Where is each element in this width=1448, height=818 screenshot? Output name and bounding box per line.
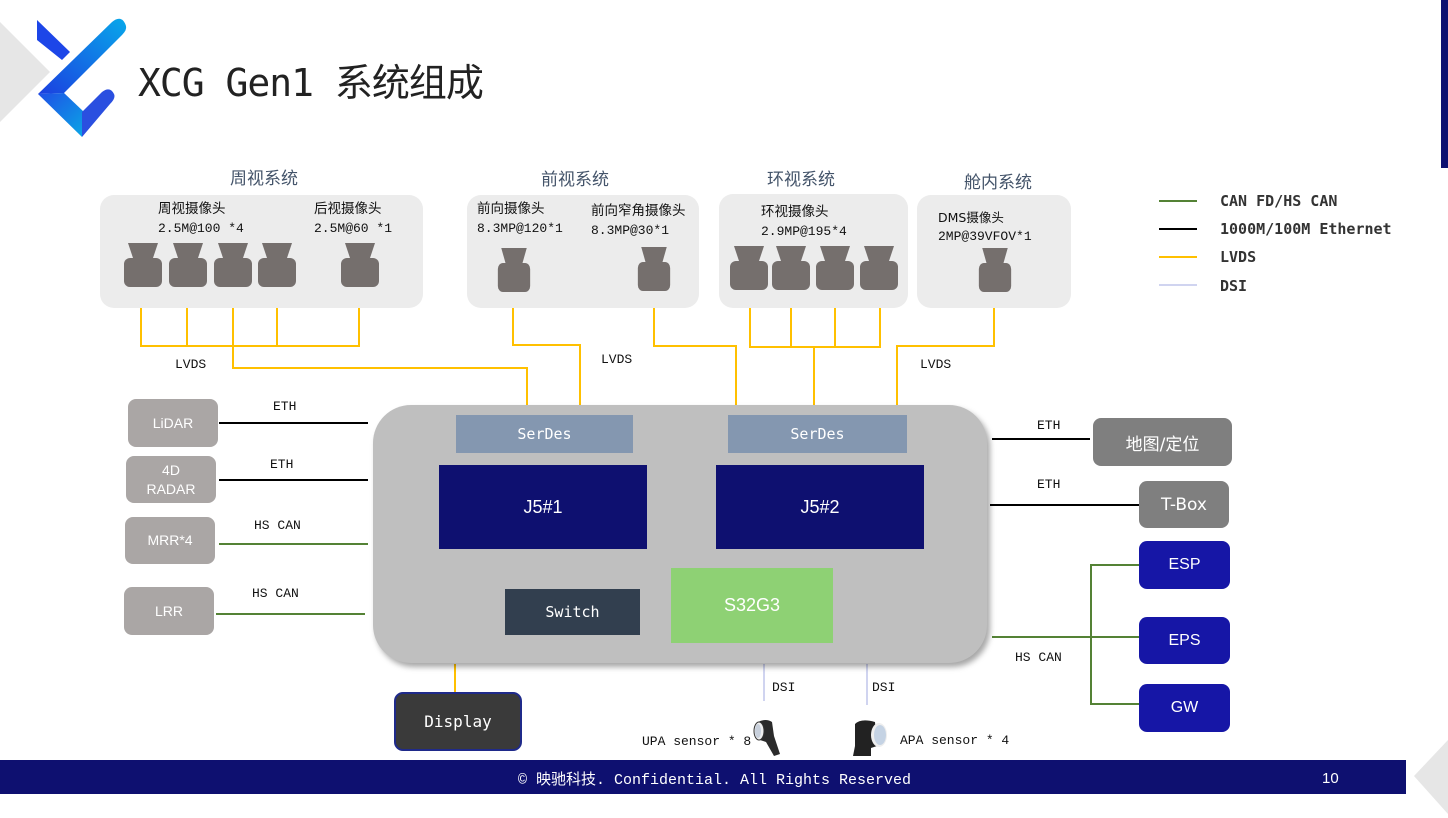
wire-label-dsi: DSI bbox=[772, 680, 796, 695]
footer-bar bbox=[0, 760, 1406, 794]
legend-label: LVDS bbox=[1220, 248, 1257, 266]
serdes-2: SerDes bbox=[728, 415, 907, 453]
apa-sensor-label: APA sensor * 4 bbox=[900, 733, 1010, 748]
camera-icon bbox=[341, 243, 379, 287]
page-number: 10 bbox=[1322, 770, 1339, 787]
camera-name: 环视摄像头 bbox=[761, 204, 829, 220]
wire-label-eth: ETH bbox=[270, 457, 294, 472]
node-map-positioning: 地图/定位 bbox=[1093, 418, 1232, 466]
camera-label: 后视摄像头 2.5M@60 *1 bbox=[314, 200, 392, 238]
camera-icon bbox=[772, 246, 810, 290]
lvds-wire-front-narrow bbox=[653, 302, 737, 405]
camera-name: 后视摄像头 bbox=[314, 201, 382, 217]
footer-copyright: © 映驰科技. Confidential. All Rights Reserve… bbox=[518, 772, 912, 789]
sensor-lrr: LRR bbox=[124, 587, 214, 635]
camera-label: 前向摄像头 8.3MP@120*1 bbox=[477, 200, 563, 238]
camera-icon bbox=[730, 246, 768, 290]
legend-swatch-can bbox=[1159, 200, 1197, 202]
camera-label: 前向窄角摄像头 8.3MP@30*1 bbox=[591, 202, 686, 240]
legend-swatch-lvds bbox=[1159, 256, 1197, 258]
node-gw: GW bbox=[1139, 684, 1230, 732]
camera-spec: 8.3MP@120*1 bbox=[477, 221, 563, 236]
wire-label-eth: ETH bbox=[1037, 477, 1061, 492]
wire-label-eth: ETH bbox=[273, 399, 297, 414]
ethernet-switch: Switch bbox=[505, 589, 640, 635]
camera-icon bbox=[637, 247, 671, 291]
camera-label: 环视摄像头 2.9MP@195*4 bbox=[761, 203, 847, 241]
lvds-wire-front bbox=[512, 302, 581, 405]
apa-sensor-icon bbox=[851, 718, 891, 758]
can-bus-chassis bbox=[1090, 564, 1140, 705]
camera-icon bbox=[124, 243, 162, 287]
upa-sensor-label: UPA sensor * 8 bbox=[642, 734, 752, 749]
soc-j5-2: J5#2 bbox=[716, 465, 924, 549]
wire-label-can: HS CAN bbox=[252, 586, 299, 601]
group-title-front: 前视系统 bbox=[541, 170, 609, 190]
camera-icon bbox=[497, 248, 531, 292]
camera-icon bbox=[978, 248, 1012, 292]
wire-label-lvds: LVDS bbox=[920, 357, 952, 372]
camera-name: 前向摄像头 bbox=[477, 201, 545, 217]
camera-spec: 8.3MP@30*1 bbox=[591, 223, 670, 238]
node-eps: EPS bbox=[1139, 617, 1230, 664]
legend-swatch-dsi bbox=[1159, 284, 1197, 286]
wire-label-eth: ETH bbox=[1037, 418, 1061, 433]
display-unit: Display bbox=[394, 692, 522, 751]
camera-name: DMS摄像头 bbox=[938, 210, 1004, 225]
sensor-4d-radar-label: 4D RADAR bbox=[146, 461, 196, 497]
wire-label-lvds: LVDS bbox=[175, 357, 207, 372]
camera-icon bbox=[860, 246, 898, 290]
sensor-4d-radar: 4D RADAR bbox=[126, 456, 216, 503]
wire-label-dsi: DSI bbox=[872, 680, 896, 695]
camera-icon bbox=[816, 246, 854, 290]
camera-spec: 2.5M@60 *1 bbox=[314, 221, 393, 236]
company-logo-icon bbox=[0, 18, 127, 137]
camera-spec: 2MP@39VFOV*1 bbox=[938, 229, 1032, 244]
lvds-wire-dms bbox=[896, 302, 995, 405]
sensor-lidar: LiDAR bbox=[128, 399, 218, 447]
legend-label: 1000M/100M Ethernet bbox=[1220, 220, 1392, 238]
legend-label: CAN FD/HS CAN bbox=[1220, 192, 1338, 210]
wire-label-can: HS CAN bbox=[254, 518, 301, 533]
wire-label-can: HS CAN bbox=[1015, 650, 1062, 665]
group-title-surround: 周视系统 bbox=[230, 169, 298, 189]
camera-label: DMS摄像头 2MP@39VFOV*1 bbox=[938, 208, 1032, 246]
lvds-wire-surround-3 bbox=[232, 302, 528, 405]
lvds-wire-avm bbox=[749, 302, 881, 348]
edge-accent-bar bbox=[1441, 0, 1448, 168]
group-title-avm: 环视系统 bbox=[767, 170, 835, 190]
camera-label: 周视摄像头 2.5M@100 *4 bbox=[158, 200, 244, 238]
node-esp: ESP bbox=[1139, 541, 1230, 589]
page-title: XCG Gen1 系统组成 bbox=[138, 61, 484, 105]
camera-spec: 2.5M@100 *4 bbox=[158, 221, 244, 236]
serdes-1: SerDes bbox=[456, 415, 633, 453]
lvds-wire-surround bbox=[140, 302, 360, 347]
camera-name: 周视摄像头 bbox=[158, 201, 226, 217]
camera-name: 前向窄角摄像头 bbox=[591, 203, 686, 219]
corner-decoration bbox=[1410, 740, 1448, 814]
upa-sensor-icon bbox=[752, 718, 782, 758]
camera-icon bbox=[214, 243, 252, 287]
camera-spec: 2.9MP@195*4 bbox=[761, 224, 847, 239]
node-tbox: T-Box bbox=[1139, 481, 1229, 528]
group-title-cabin: 舱内系统 bbox=[964, 173, 1032, 193]
wire-label-lvds: LVDS bbox=[601, 352, 633, 367]
sensor-mrr: MRR*4 bbox=[125, 517, 215, 564]
camera-icon bbox=[258, 243, 296, 287]
soc-j5-1: J5#1 bbox=[439, 465, 647, 549]
legend-swatch-ethernet bbox=[1159, 228, 1197, 230]
mcu-s32g3: S32G3 bbox=[671, 568, 833, 643]
logo bbox=[0, 0, 130, 140]
legend-label: DSI bbox=[1220, 277, 1248, 295]
camera-icon bbox=[169, 243, 207, 287]
